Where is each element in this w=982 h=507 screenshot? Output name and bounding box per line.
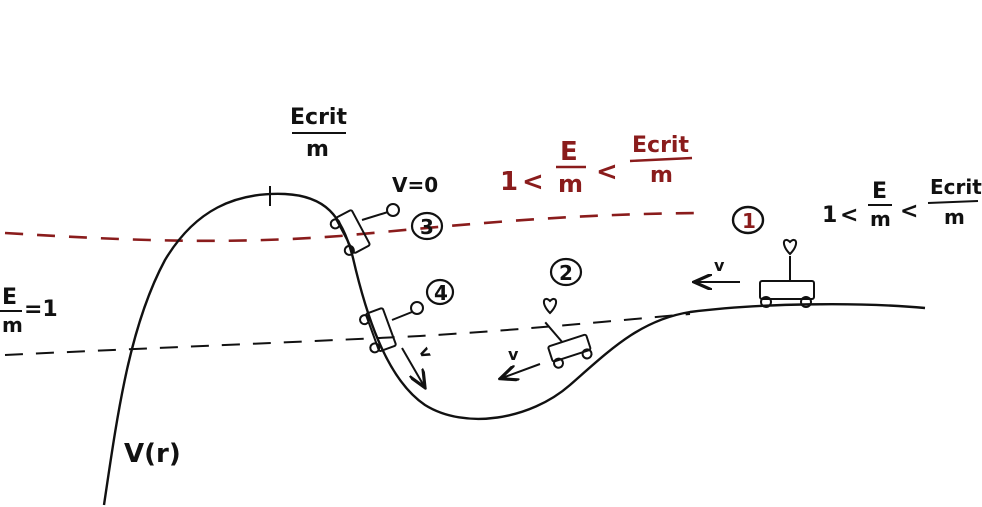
v-zero-label: V=0 (392, 173, 438, 197)
cart-2-antenna-heart (543, 297, 557, 315)
cart-1-velocity-label: v (714, 256, 725, 275)
right-ineq-crit-den: m (944, 205, 965, 229)
unit-energy-line (4, 313, 691, 356)
ecrit-peak-num: Ecrit (290, 105, 347, 130)
unit-label-eq: =1 (24, 297, 58, 322)
cart-4-number: 4 (434, 281, 448, 305)
red-ineq-frac-num: E (560, 137, 578, 167)
cart-2 (544, 321, 593, 369)
cart-3-number: 3 (420, 215, 434, 239)
unit-label-num: E (2, 285, 17, 310)
critical-energy-line (4, 211, 701, 243)
red-ineq-crit-num: Ecrit (632, 133, 689, 158)
potential-label: V(r) (124, 439, 181, 469)
right-ineq-lt1: < (840, 203, 858, 228)
right-ineq-frac-num: E (872, 179, 887, 204)
right-ineq-one: 1 (822, 203, 837, 228)
cart-4-antenna (391, 311, 413, 321)
unit-label-den: m (2, 313, 23, 337)
cart-4-antenna-ball (410, 301, 424, 315)
cart-2-number-badge: 2 (549, 257, 583, 287)
red-ineq-lt2: < (596, 157, 618, 187)
potential-curve (102, 192, 926, 506)
ecrit-peak-den: m (306, 137, 329, 162)
cart-3 (329, 209, 371, 256)
red-ineq-one: 1 (500, 167, 518, 197)
cart-3-antenna (361, 211, 389, 221)
cart-1 (759, 238, 815, 308)
cart-4-velocity-label: v (415, 344, 437, 362)
right-ineq-frac-den: m (870, 207, 891, 231)
cart-4 (359, 307, 397, 354)
red-ineq-crit-den: m (650, 163, 673, 188)
ecrit-peak-label: Ecrit m (290, 105, 347, 162)
unit-energy-label: E m =1 (0, 285, 58, 337)
cart-3-number-badge: 3 (410, 211, 444, 241)
cart-2-number: 2 (559, 261, 573, 285)
cart-1-number-badge: 1 (731, 205, 765, 235)
cart-4-number-badge: 4 (425, 278, 455, 306)
cart-2-velocity-arrow (502, 363, 541, 378)
cart-2-velocity-label: v (508, 345, 519, 364)
red-ineq-lt1: < (522, 167, 544, 197)
right-ineq-crit-num: Ecrit (930, 175, 982, 199)
cart-1-number: 1 (742, 209, 756, 233)
right-ineq-lt2: < (900, 199, 918, 224)
right-inequality: 1 < E m < Ecrit m (822, 175, 982, 231)
cart-3-antenna-ball (386, 203, 400, 217)
cart-4-velocity-arrow (401, 347, 424, 386)
red-inequality: 1 < E m < Ecrit m (500, 133, 693, 198)
red-ineq-frac-den: m (558, 170, 583, 198)
